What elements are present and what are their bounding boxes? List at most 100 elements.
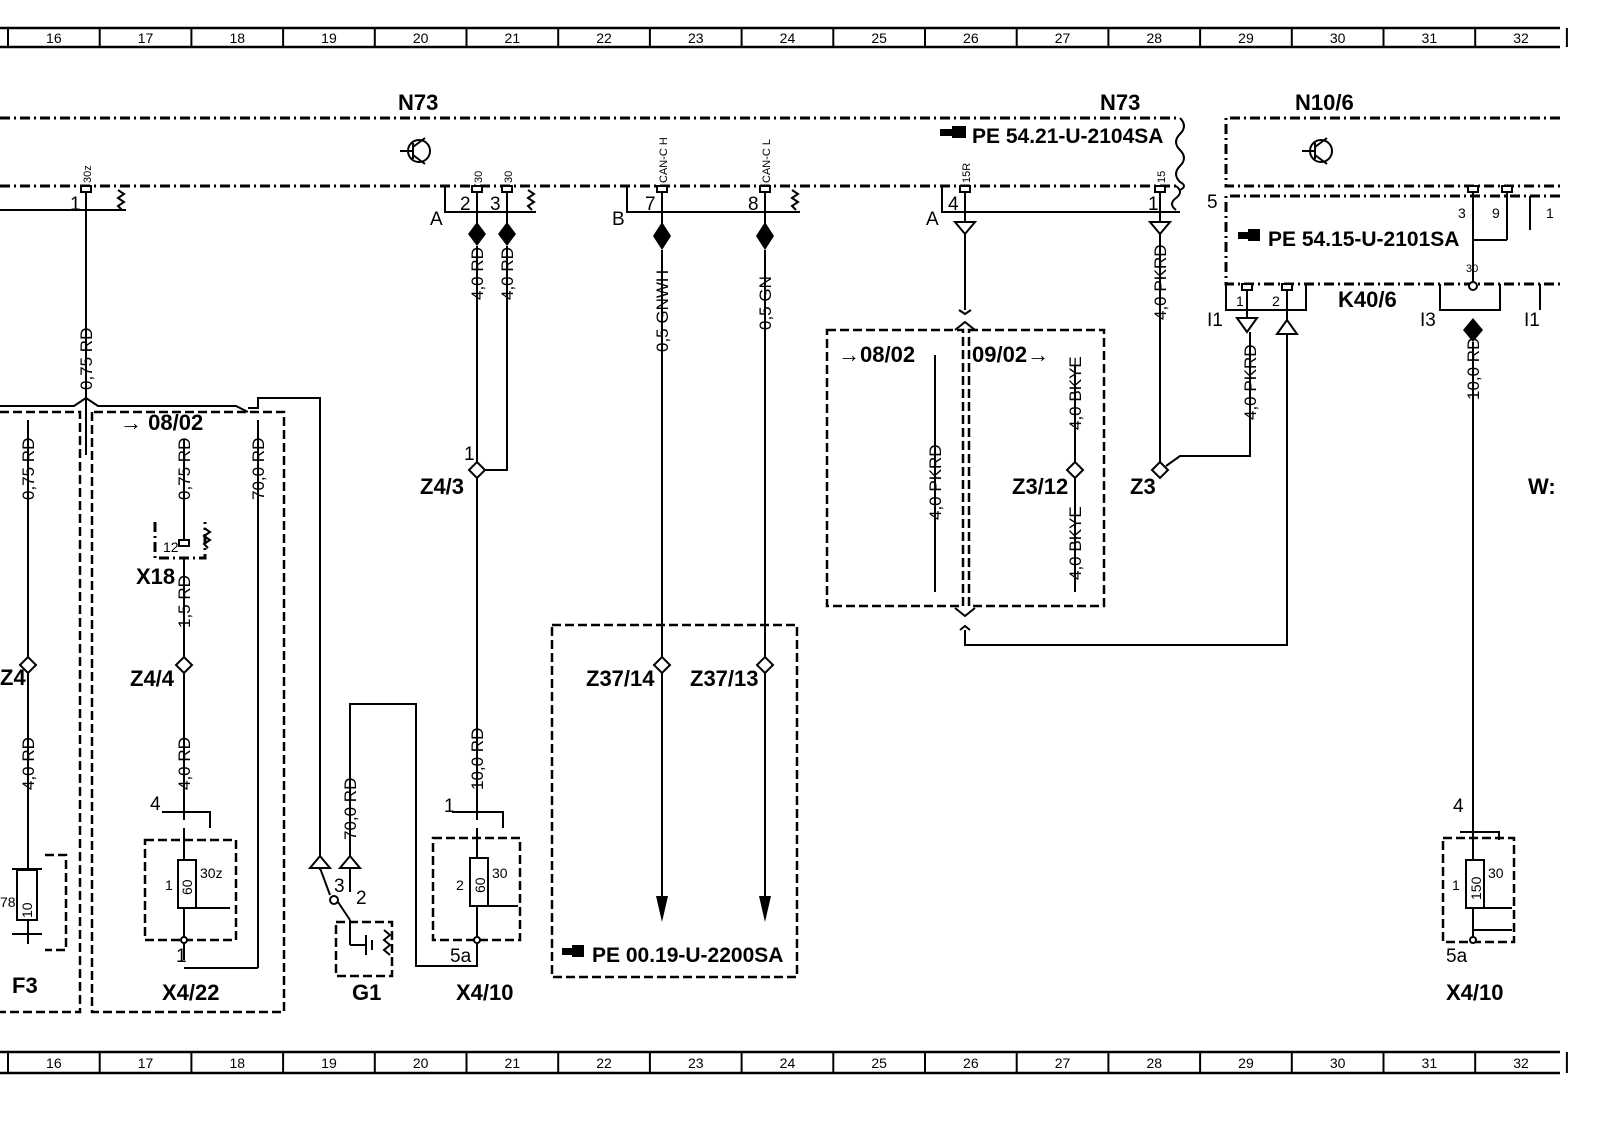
wire-40pkrd-c-label: 4,0 PKRD xyxy=(1241,344,1260,420)
n10-6-pin-3-label: 3 xyxy=(1458,205,1466,221)
x4-22-region xyxy=(90,410,286,1014)
k40-6-pin-2-label: 2 xyxy=(1272,293,1280,309)
grid-column-label: 30 xyxy=(1330,1055,1346,1071)
grid-column-label: 23 xyxy=(688,1055,704,1071)
wire-075rd-main-label: 0,75 RD xyxy=(77,328,96,390)
k40-6-i1-label: I1 xyxy=(1207,310,1223,331)
wire-n73-z43-x410 xyxy=(431,246,522,966)
transistor-icon xyxy=(1302,137,1333,165)
x4-10b-label: X4/10 xyxy=(1446,980,1504,1005)
can-bus-wires xyxy=(550,250,799,979)
x4-10-pin-2-label: 2 xyxy=(456,877,464,893)
x4-10-pin-30-label: 30 xyxy=(492,865,508,881)
x4-22-crossref-text: 08/02 xyxy=(148,410,203,435)
wire-40bkye-a-label: 4,0 BKYE xyxy=(1066,356,1085,430)
crossref-09-02: 09/02→ xyxy=(972,342,1049,367)
connector-a2-label: A xyxy=(926,209,939,230)
n10-6-label: N10/6 xyxy=(1295,90,1354,115)
x4-10-label: X4/10 xyxy=(456,980,514,1005)
grid-column-label: 25 xyxy=(871,1055,887,1071)
n73-pin-8-label: 8 xyxy=(748,194,759,215)
n73-control-unit xyxy=(0,116,1185,211)
grid-column-label: 26 xyxy=(963,1055,979,1071)
wire-075rd-mid-label: 0,75 RD xyxy=(175,438,194,500)
z4-4-label: Z4/4 xyxy=(130,666,175,691)
k40-6-i3-label: I3 xyxy=(1420,310,1436,331)
z4-4-left-label: Z4 xyxy=(0,665,26,690)
grid-column-label: 22 xyxy=(596,1055,612,1071)
grid-column-label: 28 xyxy=(1146,1055,1162,1071)
grid-column-label: 27 xyxy=(1055,1055,1071,1071)
g1-label: G1 xyxy=(352,980,381,1005)
n73-connector-a-pin-2-3 xyxy=(444,185,536,246)
n73-pin-15r-label: 15R xyxy=(961,163,973,183)
wire-40rd-left-label: 4,0 RD xyxy=(19,737,38,790)
wire-n73-15-z3 xyxy=(1150,234,1251,480)
grid-column-label: 28 xyxy=(1146,30,1162,46)
n10-6-pin-1-label: 1 xyxy=(1546,205,1554,221)
wire-40rd-x422-label: 4,0 RD xyxy=(175,737,194,790)
grid-column-label: 22 xyxy=(596,30,612,46)
grid-column-label: 21 xyxy=(505,1055,521,1071)
grid-column-label: 27 xyxy=(1055,30,1071,46)
x4-22-crossref: → 08/02 xyxy=(120,410,203,435)
n73-label-left: N73 xyxy=(398,90,438,115)
x4-10b-pin-1-label: 1 xyxy=(1452,877,1460,893)
grid-column-label: 18 xyxy=(229,1055,245,1071)
n73-pin-15-label: 15 xyxy=(1156,171,1168,183)
z37-14-label: Z37/14 xyxy=(586,666,655,691)
f3-label: F3 xyxy=(12,973,38,998)
n73-pin-2-label: 2 xyxy=(460,194,471,215)
grid-column-label: 20 xyxy=(413,1055,429,1071)
x4-22-fuse-60-label: 60 xyxy=(179,879,195,895)
wire-100rd-right-label: 10,0 RD xyxy=(1464,338,1483,400)
reference-pointer-icon xyxy=(940,126,966,138)
grid-column-label: 19 xyxy=(321,1055,337,1071)
n73-pin-7-label: 7 xyxy=(645,194,656,215)
z3-label: Z3 xyxy=(1130,474,1156,499)
grid-column-label: 24 xyxy=(780,30,796,46)
n73-reference: PE 54.21-U-2104SA xyxy=(972,125,1163,148)
f3-pin-78-label: 78 xyxy=(0,894,16,910)
grid-column-label: 26 xyxy=(963,30,979,46)
wire-075rd-left-label: 0,75 RD xyxy=(19,438,38,500)
crossref-08-02-text: 08/02 xyxy=(860,342,915,367)
wire-05gn-label: 0,5 GN xyxy=(756,276,775,330)
n73-pin-3-label: 3 xyxy=(490,194,501,215)
wire-40pkrd-a-label: 4,0 PKRD xyxy=(926,444,945,520)
arrow-icon: → xyxy=(1027,342,1049,367)
n73-pin-canl-label: CAN-C L xyxy=(761,139,773,183)
connector-b-label: B xyxy=(612,209,625,230)
grid-column-label: 31 xyxy=(1422,30,1438,46)
grid-column-label: 29 xyxy=(1238,1055,1254,1071)
z37-13-label: Z37/13 xyxy=(690,666,759,691)
x4-10-fuse-60-label: 60 xyxy=(472,877,488,893)
f3-fuse-box xyxy=(0,410,82,1014)
x4-10b-pin-5a-label: 5a xyxy=(1446,946,1468,967)
reference-pointer-icon xyxy=(1238,229,1260,241)
n10-6-pin-9-label: 9 xyxy=(1492,205,1500,221)
can-reference: PE 00.19-U-2200SA xyxy=(592,944,783,967)
wire-n73-pin4-branch xyxy=(825,234,1288,646)
wire-700rd-g1-label: 70,0 RD xyxy=(341,778,360,840)
x4-10b-fuse-150-label: 150 xyxy=(1468,876,1484,900)
crossref-09-02-text: 09/02 xyxy=(972,342,1027,367)
x4-22-pin-4-label: 4 xyxy=(150,794,161,815)
x18-label: X18 xyxy=(136,564,175,589)
wire-15rd-label: 1,5 RD xyxy=(175,575,194,628)
z3-12-label: Z3/12 xyxy=(1012,474,1068,499)
grid-column-label: 24 xyxy=(780,1055,796,1071)
k40-6-i1b-label: I1 xyxy=(1524,310,1540,331)
k40-6-connectors xyxy=(1225,281,1541,342)
arrow-icon: → xyxy=(838,342,860,367)
n73-pin-30a-label: 30 xyxy=(473,171,485,183)
grid-column-label: 23 xyxy=(688,30,704,46)
grid-column-label: 32 xyxy=(1513,30,1529,46)
grid-column-label: 17 xyxy=(138,1055,154,1071)
n10-6-pin-5-label: 5 xyxy=(1207,192,1218,213)
grid-bottom-frame xyxy=(0,1050,1560,1075)
n73-pin-1b-label: 1 xyxy=(1148,194,1159,215)
n10-6-internal-bridge xyxy=(1467,185,1531,285)
